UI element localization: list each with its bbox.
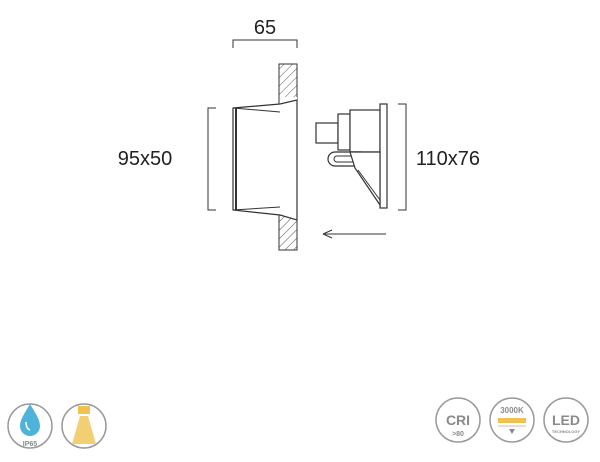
cutout-dimension: 95x50 — [118, 107, 216, 211]
depth-dimension: 65 — [232, 17, 298, 48]
color-temperature-3000k-icon: 3000K — [489, 397, 535, 443]
insertion-arrow — [322, 229, 386, 239]
cri-badge-icon: CRI >80 — [435, 397, 481, 443]
luminaire-profile — [232, 99, 298, 221]
mount-dimension-label: 110x76 — [416, 148, 480, 170]
mount-dimension: 110x76 — [398, 103, 480, 211]
led-sub-label: TECHNOLOGY — [552, 429, 581, 434]
led-technology-icon: LED TECHNOLOGY — [543, 397, 589, 443]
mounting-box — [315, 103, 388, 209]
color-temp-label: 3000K — [500, 406, 524, 415]
ip-rating-label: IP65 — [23, 441, 38, 448]
led-label: LED — [552, 412, 580, 428]
cri-label: CRI — [446, 412, 470, 428]
cutout-dimension-label: 95x50 — [118, 148, 173, 170]
ip65-water-drop-icon: IP65 — [7, 403, 53, 449]
beam-lamp-icon — [61, 403, 107, 449]
cri-value: >80 — [452, 431, 464, 438]
depth-dimension-label: 65 — [254, 17, 276, 39]
